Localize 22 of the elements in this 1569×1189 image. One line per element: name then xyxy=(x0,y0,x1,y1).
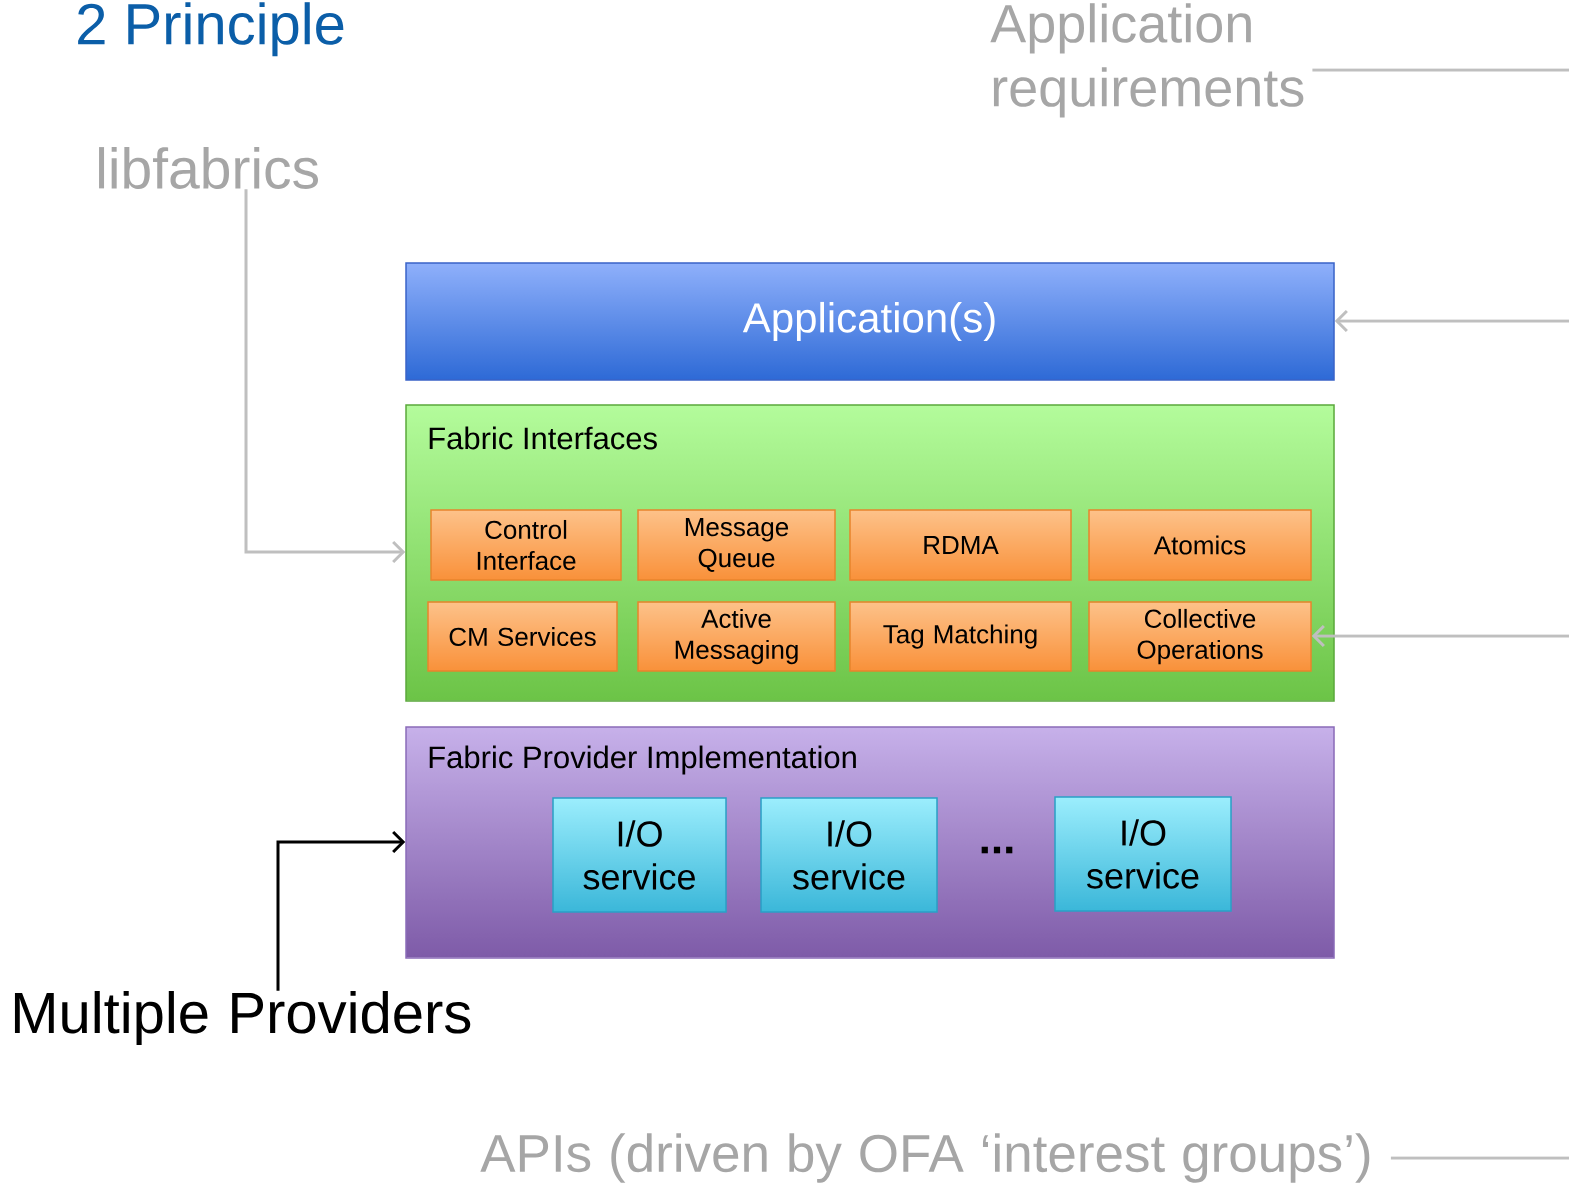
component-box: RDMA xyxy=(849,509,1072,581)
label-text: Application requirements xyxy=(990,3,1304,118)
component-box: Active Messaging xyxy=(637,601,836,672)
component-box: I/O service xyxy=(552,797,727,913)
component-box: Collective Operations xyxy=(1088,601,1312,672)
arrow xyxy=(1311,624,1569,648)
arrow xyxy=(276,830,406,991)
label-text: Multiple Providers xyxy=(14,991,471,1046)
component-box: CM Services xyxy=(427,601,618,672)
component-box: Control Interface xyxy=(430,509,622,581)
component-box: I/O service xyxy=(760,797,938,913)
label-text: APIs (driven by OFA ‘interest groups’) xyxy=(480,1133,1370,1183)
arrow xyxy=(244,189,406,564)
component-box: I/O service xyxy=(1054,796,1232,912)
arrow xyxy=(1334,309,1569,333)
label-text: libfabrics xyxy=(99,147,318,189)
layer-box: Application(s) xyxy=(405,262,1335,381)
component-box: Tag Matching xyxy=(849,601,1072,672)
ellipsis-label: ... xyxy=(981,846,1013,854)
component-box: Atomics xyxy=(1088,509,1312,581)
slide-title: 2 Principle xyxy=(78,2,344,57)
component-box: Message Queue xyxy=(637,509,836,581)
